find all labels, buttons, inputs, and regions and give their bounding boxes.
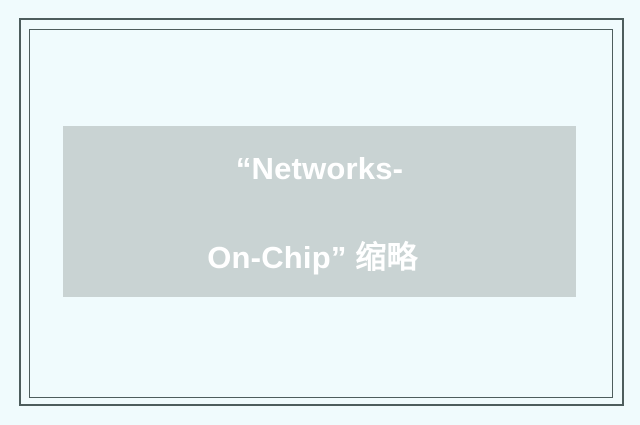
content-panel: “Networks- On-Chip” 缩略 — [63, 126, 576, 297]
headline-text: “Networks- On-Chip” 缩略 — [207, 103, 428, 323]
inner-frame-border — [29, 29, 613, 398]
headline-line-2: On-Chip” 缩略 — [207, 239, 418, 275]
outer-frame-border — [19, 18, 624, 406]
headline-line-1: “Networks- — [235, 151, 404, 187]
